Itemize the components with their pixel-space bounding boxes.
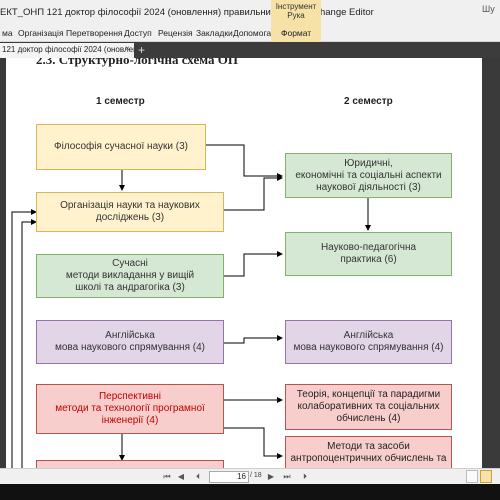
first-page-icon[interactable]: ⏮	[163, 472, 171, 481]
taskbar-strip	[0, 484, 500, 500]
menu-item-help[interactable]: Допомога	[233, 28, 272, 38]
page-number-input[interactable]: 16	[209, 471, 249, 483]
semester-1-label: 1 семестр	[96, 96, 145, 107]
menu-item-convert[interactable]: Перетворення	[66, 28, 123, 38]
arrow-english-to-english	[224, 335, 283, 344]
box-text-line: Сучасні	[112, 258, 148, 269]
box-text-line: школі та андрагогіка (3)	[75, 282, 185, 293]
box-text-line: досліджень (3)	[95, 212, 165, 223]
box-text-line: наукової діяльності (3)	[316, 181, 421, 193]
window-title: ЕКТ_ОНП 121 доктор філософії 2024 (оновл…	[0, 7, 374, 18]
arrow-methods-to-practice	[224, 251, 283, 277]
box-text-line: інженерії (4)	[101, 415, 159, 426]
status-bar: ⏮ ◀ ⏴ 16 / 18 ▶ ⏭ ⏵	[0, 468, 500, 484]
forward-view-icon[interactable]: ⏵	[303, 472, 307, 481]
box-legal-economic-aspects: Юридичні, економічні та соціальні аспект…	[285, 153, 452, 198]
box-text-line: обчислень (4)	[336, 413, 401, 424]
box-text-line: Методи та засоби	[327, 441, 410, 452]
box-teaching-methods: Сучасні методи викладання у вищій школі …	[36, 254, 224, 298]
last-page-icon[interactable]: ⏭	[283, 472, 291, 481]
box-teaching-practice: Науково-педагогічна практика (6)	[285, 232, 452, 276]
arrow-org-to-legal	[224, 175, 283, 211]
box-software-engineering: Перспективні методи та технології програ…	[36, 384, 224, 434]
single-page-view-icon[interactable]	[480, 470, 492, 483]
box-text-line: Англійська	[105, 330, 155, 341]
menu-item-format[interactable]: Формат	[271, 24, 322, 42]
back-view-icon[interactable]: ⏴	[196, 472, 200, 481]
box-anthropocentric-computing: Методи та засоби антропоцентричних обчис…	[285, 436, 452, 468]
tab-bar: 121 доктор філософії 2024 (оновленн.. × …	[0, 42, 500, 58]
menu-item-home[interactable]: ма	[2, 28, 13, 38]
document-tab[interactable]: 121 доктор філософії 2024 (оновленн..	[0, 43, 134, 58]
box-organization-of-science: Організація науки та наукових досліджень…	[36, 192, 224, 232]
box-text-line: антропоцентричних обчислень та	[290, 453, 447, 464]
title-bar: ЕКТ_ОНП 121 доктор філософії 2024 (оновл…	[0, 0, 500, 24]
arrow-loop-inner	[21, 219, 37, 468]
arrow-phil-to-legal	[206, 144, 283, 179]
box-english-sem1: Англійська мова наукового спрямування (4…	[36, 320, 224, 364]
box-text-line: Юридичні,	[344, 157, 393, 169]
box-english-sem2: Англійська мова наукового спрямування (4…	[285, 320, 452, 364]
box-text-line: мова наукового спрямування (4)	[54, 342, 205, 353]
page-total: / 18	[250, 472, 262, 479]
document-tab-label: 121 доктор філософії 2024 (оновленн..	[2, 45, 134, 54]
semester-2-label: 2 семестр	[344, 96, 393, 107]
document-page: 2.3. Структурно-логічна схема ОП 1 семес…	[6, 58, 482, 468]
box-text-line: Англійська	[343, 330, 394, 341]
box-text-line: практика (6)	[340, 254, 397, 265]
menu-item-organize[interactable]: Організація	[18, 28, 64, 38]
previous-page-icon[interactable]: ◀	[177, 472, 185, 481]
box-text-line: мова наукового спрямування (4)	[293, 342, 444, 353]
box-text-line: Науково-педагогічна	[320, 242, 417, 253]
arrow-loop-outer	[11, 209, 37, 468]
menu-item-bookmarks[interactable]: Закладки	[196, 28, 233, 38]
menu-bar: ма Організація Перетворення Доступ Рецен…	[0, 24, 500, 42]
box-philosophy-of-science: Філософія сучасної науки (3)	[36, 124, 206, 170]
close-tab-icon[interactable]: ×	[125, 44, 130, 53]
box-text-line: методи викладання у вищій	[65, 270, 195, 281]
menu-item-access[interactable]: Доступ	[124, 28, 152, 38]
title-right-text: Шу	[482, 4, 495, 14]
menu-item-review[interactable]: Рецензія	[158, 28, 193, 38]
box-text-line: Філософія сучасної науки (3)	[54, 141, 188, 152]
box-text-line: Теорія, концепції та парадигми	[296, 389, 441, 400]
context-tab-hand-tool[interactable]: Інструмент Рука	[271, 0, 321, 24]
left-gutter	[0, 58, 6, 468]
right-gutter	[482, 58, 500, 468]
box-text-line: Перспективні	[98, 391, 161, 402]
box-text-line: економічні та соціальні аспекти	[295, 169, 442, 181]
box-text-line: Організація науки та наукових	[60, 200, 200, 211]
section-heading: 2.3. Структурно-логічна схема ОП	[36, 58, 238, 67]
new-tab-icon[interactable]: +	[138, 43, 146, 57]
box-text-line: колаборативних та соціальних	[297, 401, 440, 412]
box-text-line: методи та технології програмної	[55, 403, 205, 414]
next-page-icon[interactable]: ▶	[267, 472, 275, 481]
box-collaborative-computing: Теорія, концепції та парадигми колаборат…	[285, 384, 452, 430]
box-cut-off-bottom	[36, 460, 224, 468]
continuous-view-icon[interactable]	[466, 470, 478, 483]
